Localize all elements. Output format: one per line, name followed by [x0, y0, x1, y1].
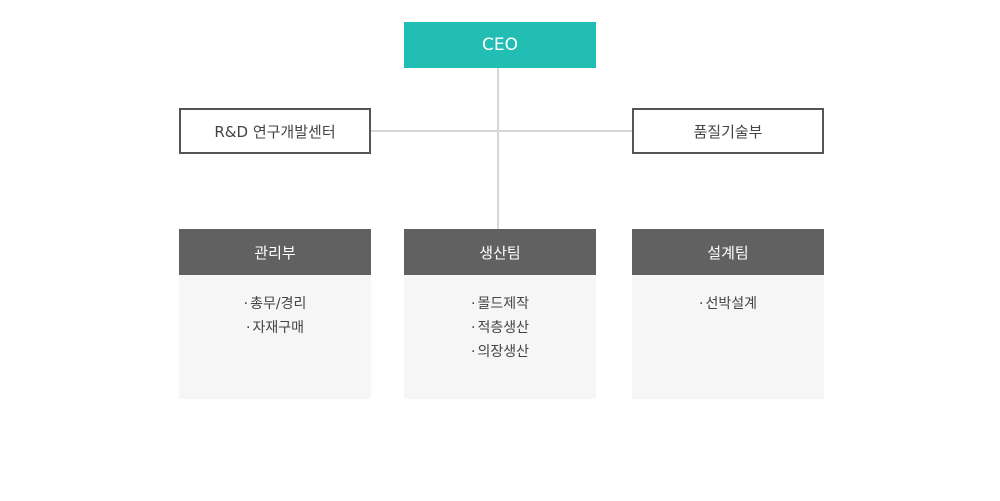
- department-title: 설계팀: [707, 243, 749, 262]
- department-header: 설계팀: [632, 229, 824, 275]
- department-title: 관리부: [254, 243, 296, 262]
- department-body: 총무/경리 자재구매: [179, 275, 371, 399]
- department-management: 관리부 총무/경리 자재구매: [179, 229, 371, 399]
- department-design: 설계팀 선박설계: [632, 229, 824, 399]
- department-item: 의장생산: [404, 340, 596, 364]
- connector-horizontal: [370, 130, 632, 132]
- department-header: 관리부: [179, 229, 371, 275]
- quality-tech-box: 품질기술부: [632, 108, 824, 154]
- quality-tech-label: 품질기술부: [693, 122, 763, 141]
- ceo-label: CEO: [482, 35, 518, 55]
- department-body: 몰드제작 적층생산 의장생산: [404, 275, 596, 399]
- department-title: 생산팀: [479, 243, 521, 262]
- rnd-center-label: R&D 연구개발센터: [214, 122, 336, 141]
- department-item: 자재구매: [179, 316, 371, 340]
- department-item: 선박설계: [632, 292, 824, 316]
- department-item: 총무/경리: [179, 292, 371, 316]
- department-body: 선박설계: [632, 275, 824, 399]
- connector-vertical: [497, 68, 499, 229]
- rnd-center-box: R&D 연구개발센터: [179, 108, 371, 154]
- ceo-box: CEO: [404, 22, 596, 68]
- department-item: 적층생산: [404, 316, 596, 340]
- department-production: 생산팀 몰드제작 적층생산 의장생산: [404, 229, 596, 399]
- department-item: 몰드제작: [404, 292, 596, 316]
- department-header: 생산팀: [404, 229, 596, 275]
